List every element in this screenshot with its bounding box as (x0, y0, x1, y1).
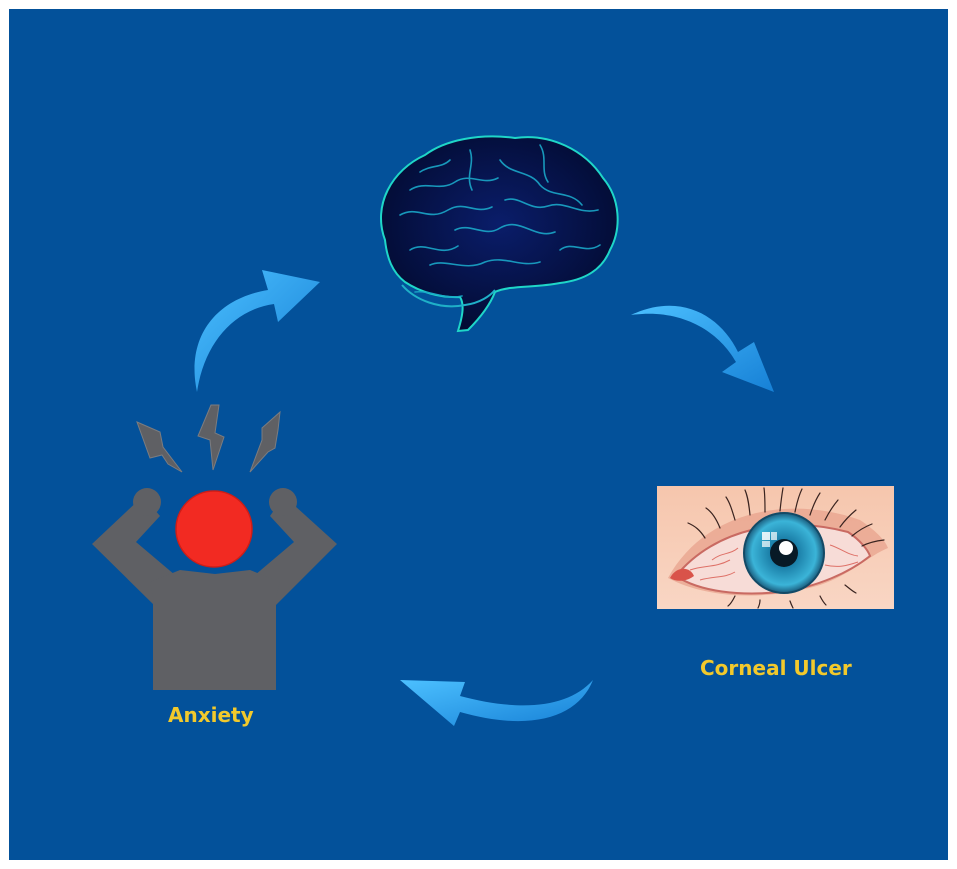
anxiety-label: Anxiety (168, 703, 254, 727)
arrow-anxiety-to-brain (195, 270, 320, 392)
lightning-bolt-icon (137, 422, 182, 472)
brain-icon (381, 136, 618, 331)
arrow-ulcer-to-anxiety (400, 680, 593, 726)
corneal-ulcer-label: Corneal Ulcer (700, 656, 852, 680)
lightning-bolt-icon (198, 405, 224, 470)
stressed-person-icon (92, 405, 337, 690)
red-eye-icon (657, 486, 894, 609)
arrow-brain-to-ulcer (631, 306, 774, 392)
head (176, 491, 252, 567)
lightning-bolt-icon (250, 412, 280, 472)
